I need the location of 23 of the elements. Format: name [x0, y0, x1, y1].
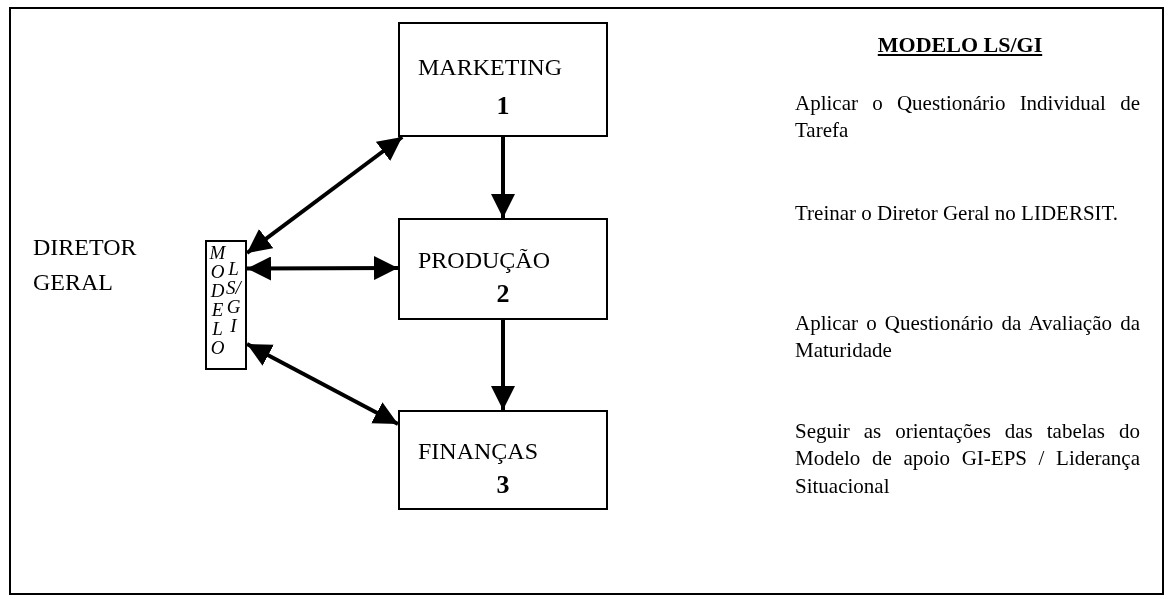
- box-title: MARKETING: [418, 53, 562, 81]
- box-number: 2: [495, 279, 511, 310]
- instruction-text: Seguir as orientações das tabelas do Modelo de apoio GI-EPS / Liderança Situacional: [795, 418, 1140, 500]
- instruction-text: Aplicar o Questionário Individual de Tarefa: [795, 90, 1140, 145]
- instruction-text: Treinar o Diretor Geral no LIDERSIT.: [795, 200, 1120, 227]
- department-box: [398, 22, 608, 137]
- heading: MODELO LS/GI: [876, 32, 1044, 58]
- arrow: [491, 320, 515, 410]
- department-box: [398, 410, 608, 510]
- arrow: [247, 256, 398, 281]
- box-number: 3: [495, 470, 511, 500]
- role-label: DIRETOR GERAL: [33, 233, 138, 297]
- vertical-text: MODELO: [208, 243, 226, 357]
- arrow: [245, 135, 404, 255]
- vertical-text: LS/GI: [226, 259, 243, 335]
- department-box: [398, 218, 608, 320]
- arrow: [491, 137, 515, 218]
- instruction-text: Aplicar o Questionário da Avaliação da Maturidade: [795, 310, 1140, 365]
- box-title: FINANÇAS: [418, 438, 539, 465]
- vertical-label-box: [205, 240, 247, 370]
- box-number: 1: [495, 90, 511, 121]
- arrow: [246, 342, 399, 426]
- box-title: PRODUÇÃO: [418, 246, 551, 274]
